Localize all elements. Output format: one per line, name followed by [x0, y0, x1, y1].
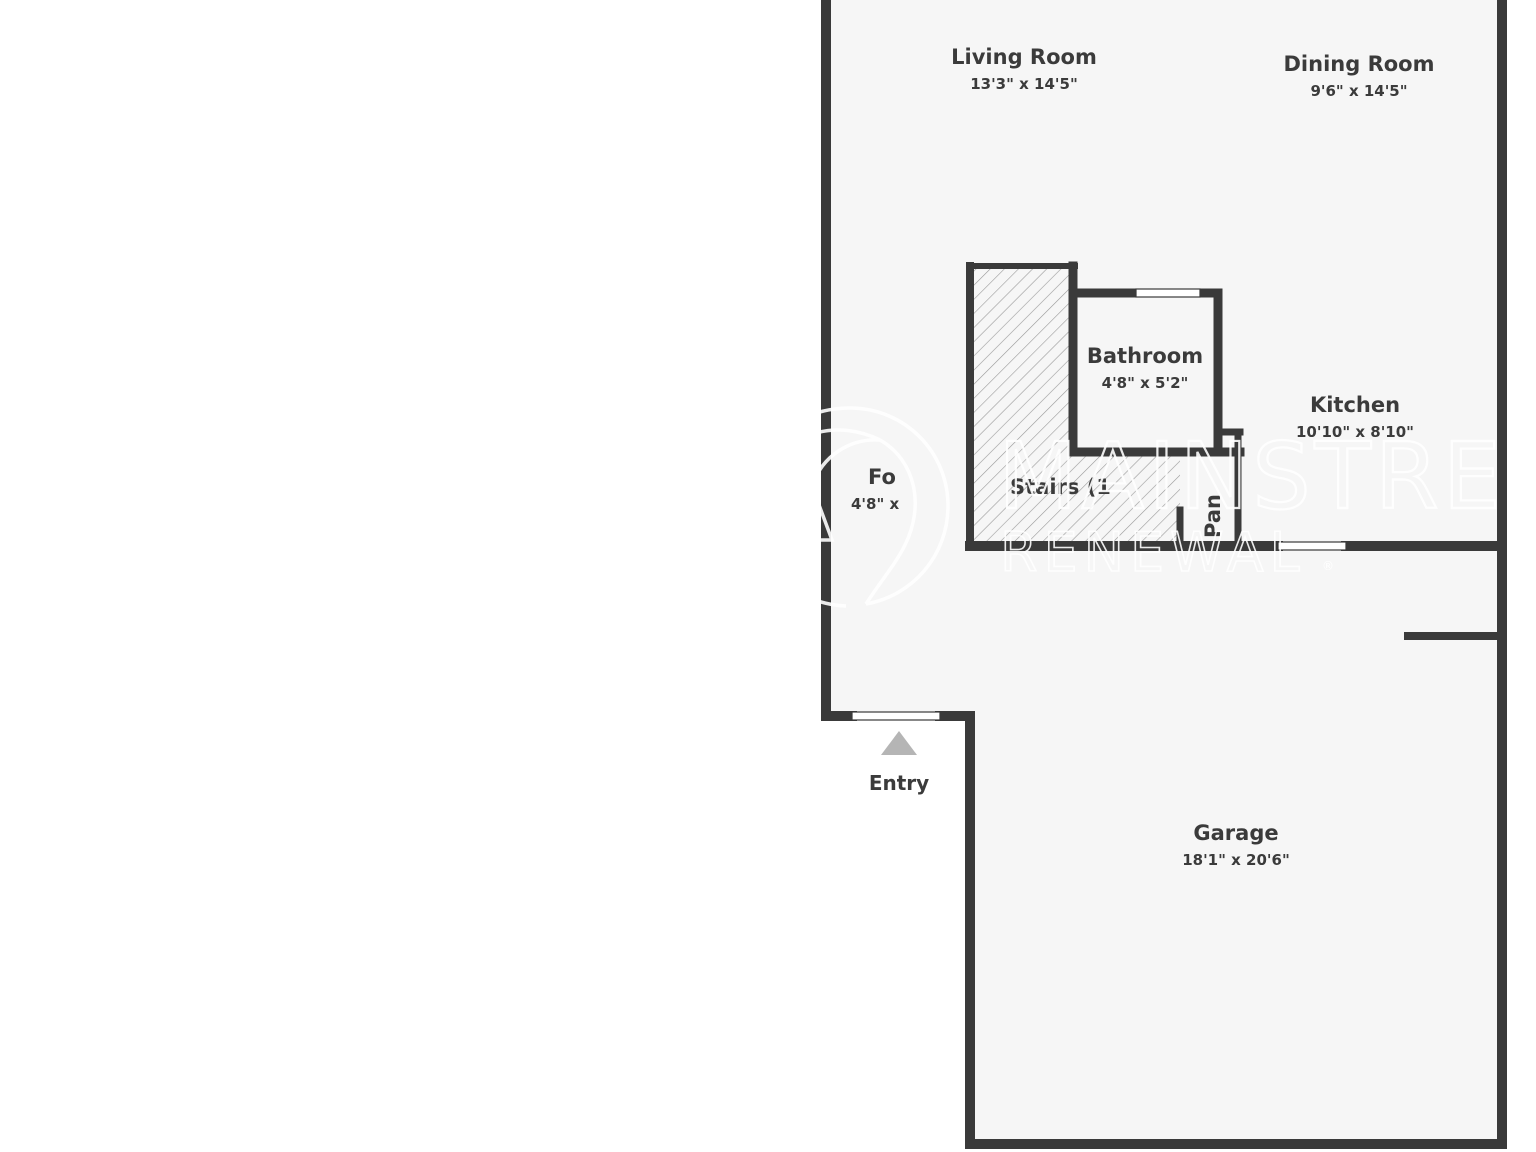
walls	[821, 0, 1507, 1149]
window-bathroom	[1135, 288, 1201, 298]
watermark-line2: RENEWAL	[1000, 521, 1306, 584]
floor-fills	[826, 0, 1502, 1144]
foyer-name: Fo	[868, 465, 896, 489]
pantry-floor	[1184, 450, 1236, 542]
dining-room-dims: 9'6" x 14'5"	[1310, 82, 1407, 100]
garage-dims: 18'1" x 20'6"	[1182, 851, 1290, 869]
window-garage-door	[1277, 541, 1347, 551]
living-room-dims: 13'3" x 14'5"	[970, 75, 1078, 93]
dining-room-name: Dining Room	[1284, 52, 1435, 76]
stairs-name: Stairs (1	[1010, 475, 1111, 499]
bathroom-dims: 4'8" x 5'2"	[1102, 374, 1189, 392]
watermark: MAINSTREET RENEWAL ®	[746, 406, 1536, 608]
watermark-registered-mark: ®	[1322, 559, 1334, 573]
living-room-name: Living Room	[951, 45, 1097, 69]
foyer-dims: 4'8" x	[851, 495, 900, 513]
triangle-up-icon	[881, 731, 917, 755]
kitchen-dims: 10'10" x 8'10"	[1296, 423, 1414, 441]
mainstreet-swirl-logo-icon	[746, 406, 950, 608]
watermark-line1: MAINSTREET	[998, 423, 1536, 530]
window-entry-door	[851, 711, 941, 721]
bathroom-name: Bathroom	[1087, 344, 1203, 368]
garage-floor	[970, 546, 1502, 1144]
stairs-hatch	[972, 268, 1180, 542]
kitchen-name: Kitchen	[1310, 393, 1400, 417]
garage-name: Garage	[1193, 821, 1278, 845]
room-labels: Living Room 13'3" x 14'5" Dining Room 9'…	[851, 45, 1434, 869]
entry-label: Entry	[869, 771, 929, 795]
windows	[851, 288, 1347, 721]
pantry-name: Pan	[1201, 494, 1225, 538]
